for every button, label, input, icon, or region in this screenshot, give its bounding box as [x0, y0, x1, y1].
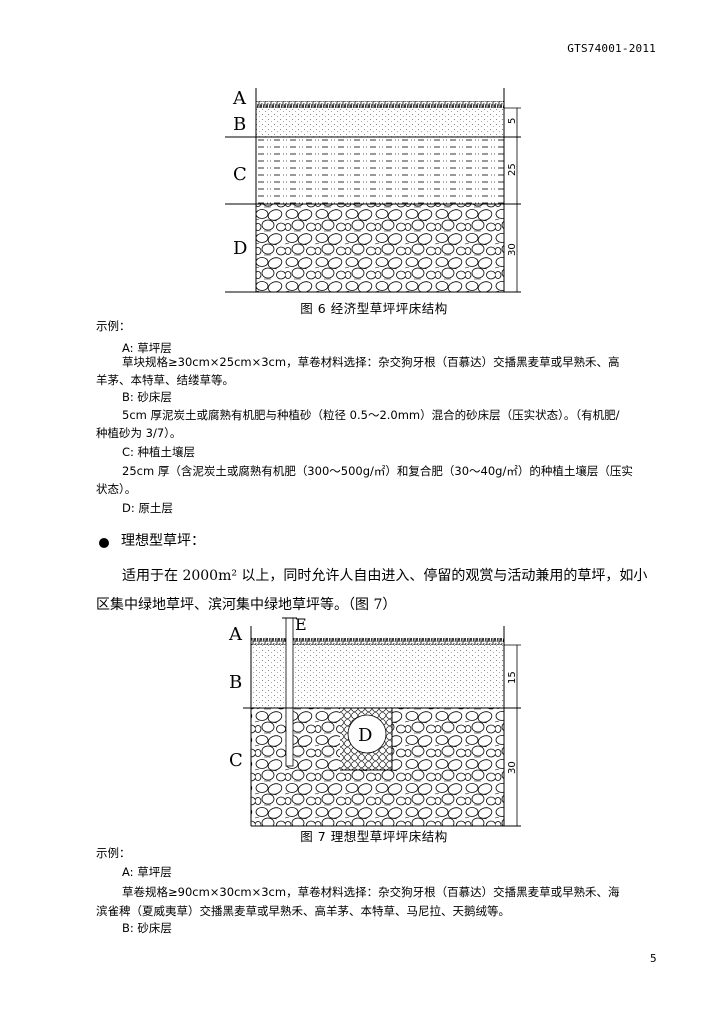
- paragraph-line2: 区集中绿地草坪、滨河集中绿地草坪等。（图 7）: [96, 597, 397, 613]
- item-b-text-line1: 5cm 厚泥炭土或腐熟有机肥与种植砂（粒径 0.5～2.0mm）混合的砂床层（压…: [122, 408, 620, 422]
- figure-7-lawn-bed-diagram: A B C E D 15 30: [228, 615, 521, 827]
- figure-7-caption: 图 7 理想型草坪坪床结构: [300, 829, 448, 844]
- layer-label-a: A: [232, 88, 247, 109]
- dimension-25: 25: [507, 163, 518, 176]
- item-d-label: D: 原土层: [122, 501, 173, 515]
- layer-label-b: B: [233, 114, 246, 135]
- bullet-icon: [99, 538, 109, 548]
- figure-6-caption: 图 6 经济型草坪坪床结构: [300, 301, 448, 316]
- item-c-label: C: 种植土壤层: [122, 445, 196, 459]
- layer-label-d: D: [233, 238, 247, 259]
- dimension-30: 30: [507, 761, 518, 774]
- item-a-text-line2: 羊茅、本特草、结缕草等。: [96, 373, 234, 387]
- dimension-15: 15: [507, 671, 518, 684]
- layer-label-e: E: [295, 615, 307, 634]
- item-a-text-line1: 草块规格≥30cm×25cm×3cm，草卷材料选择：杂交狗牙根（百慕达）交播黑麦…: [122, 355, 620, 369]
- item-a-text-line2: 滨雀稗（夏威夷草）交播黑麦草或早熟禾、高羊茅、本特草、马尼拉、天鹅绒等。: [96, 904, 510, 918]
- figure-6-lawn-bed-diagram: A B C D 5 25 30: [225, 88, 521, 293]
- dimension-5: 5: [507, 118, 518, 124]
- item-b-label: B: 砂床层: [122, 390, 172, 404]
- example-label: 示例：: [96, 319, 131, 333]
- dimension-30: 30: [507, 243, 518, 256]
- item-c-text-line2: 状态）。: [96, 482, 137, 496]
- layer-label-c: C: [229, 750, 243, 771]
- item-b-text-line2: 种植砂为 3/7）。: [96, 426, 182, 440]
- item-b-label: B: 砂床层: [122, 921, 172, 935]
- item-c-text-line1: 25cm 厚（含泥炭土或腐熟有机肥（300～500g/㎡）和复合肥（30～40g…: [122, 464, 633, 478]
- layer-label-d: D: [358, 725, 372, 746]
- item-a-label: A: 草坪层: [122, 865, 172, 879]
- section-heading: 理想型草坪：: [121, 533, 205, 549]
- item-a-label: A: 草坪层: [122, 341, 172, 355]
- page-number: 5: [650, 952, 657, 965]
- layer-label-c: C: [233, 164, 247, 185]
- example-label: 示例：: [96, 846, 131, 860]
- item-a-text-line1: 草卷规格≥90cm×30cm×3cm，草卷材料选择：杂交狗牙根（百慕达）交播黑麦…: [122, 885, 620, 899]
- document-code: GTS74001-2011: [567, 42, 656, 55]
- layer-label-a: A: [228, 624, 243, 645]
- paragraph-line1: 适用于在 2000m² 以上，同时允许人自由进入、停留的观赏与活动兼用的草坪，如…: [122, 568, 648, 584]
- layer-label-b: B: [229, 672, 242, 693]
